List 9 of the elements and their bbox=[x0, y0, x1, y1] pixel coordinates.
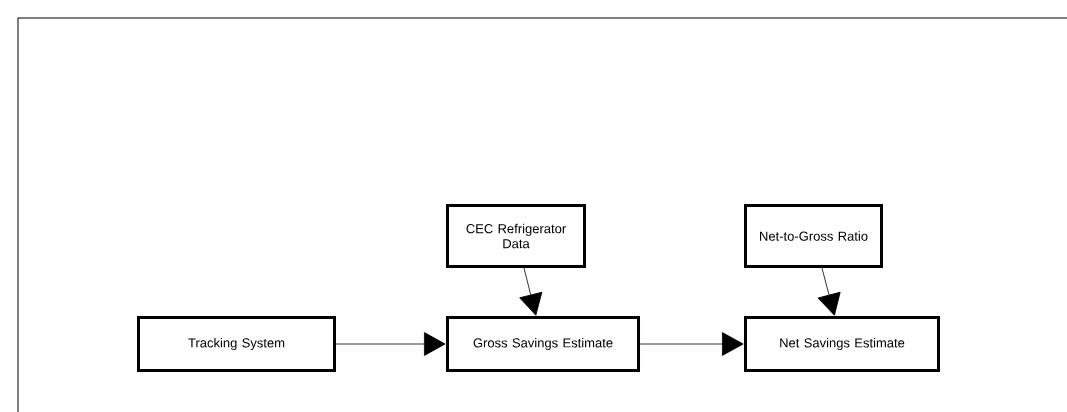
process-box: Net Savings Estimate bbox=[744, 316, 940, 372]
process-box: Net-to-Gross Ratio bbox=[744, 204, 883, 268]
arrow bbox=[817, 267, 841, 316]
process-box: Tracking System bbox=[137, 316, 336, 372]
arrow bbox=[639, 332, 744, 356]
arrow bbox=[335, 332, 446, 356]
arrow bbox=[519, 267, 543, 316]
process-box: Gross Savings Estimate bbox=[446, 316, 640, 372]
process-box: CEC Refrigerator Data bbox=[446, 204, 586, 268]
